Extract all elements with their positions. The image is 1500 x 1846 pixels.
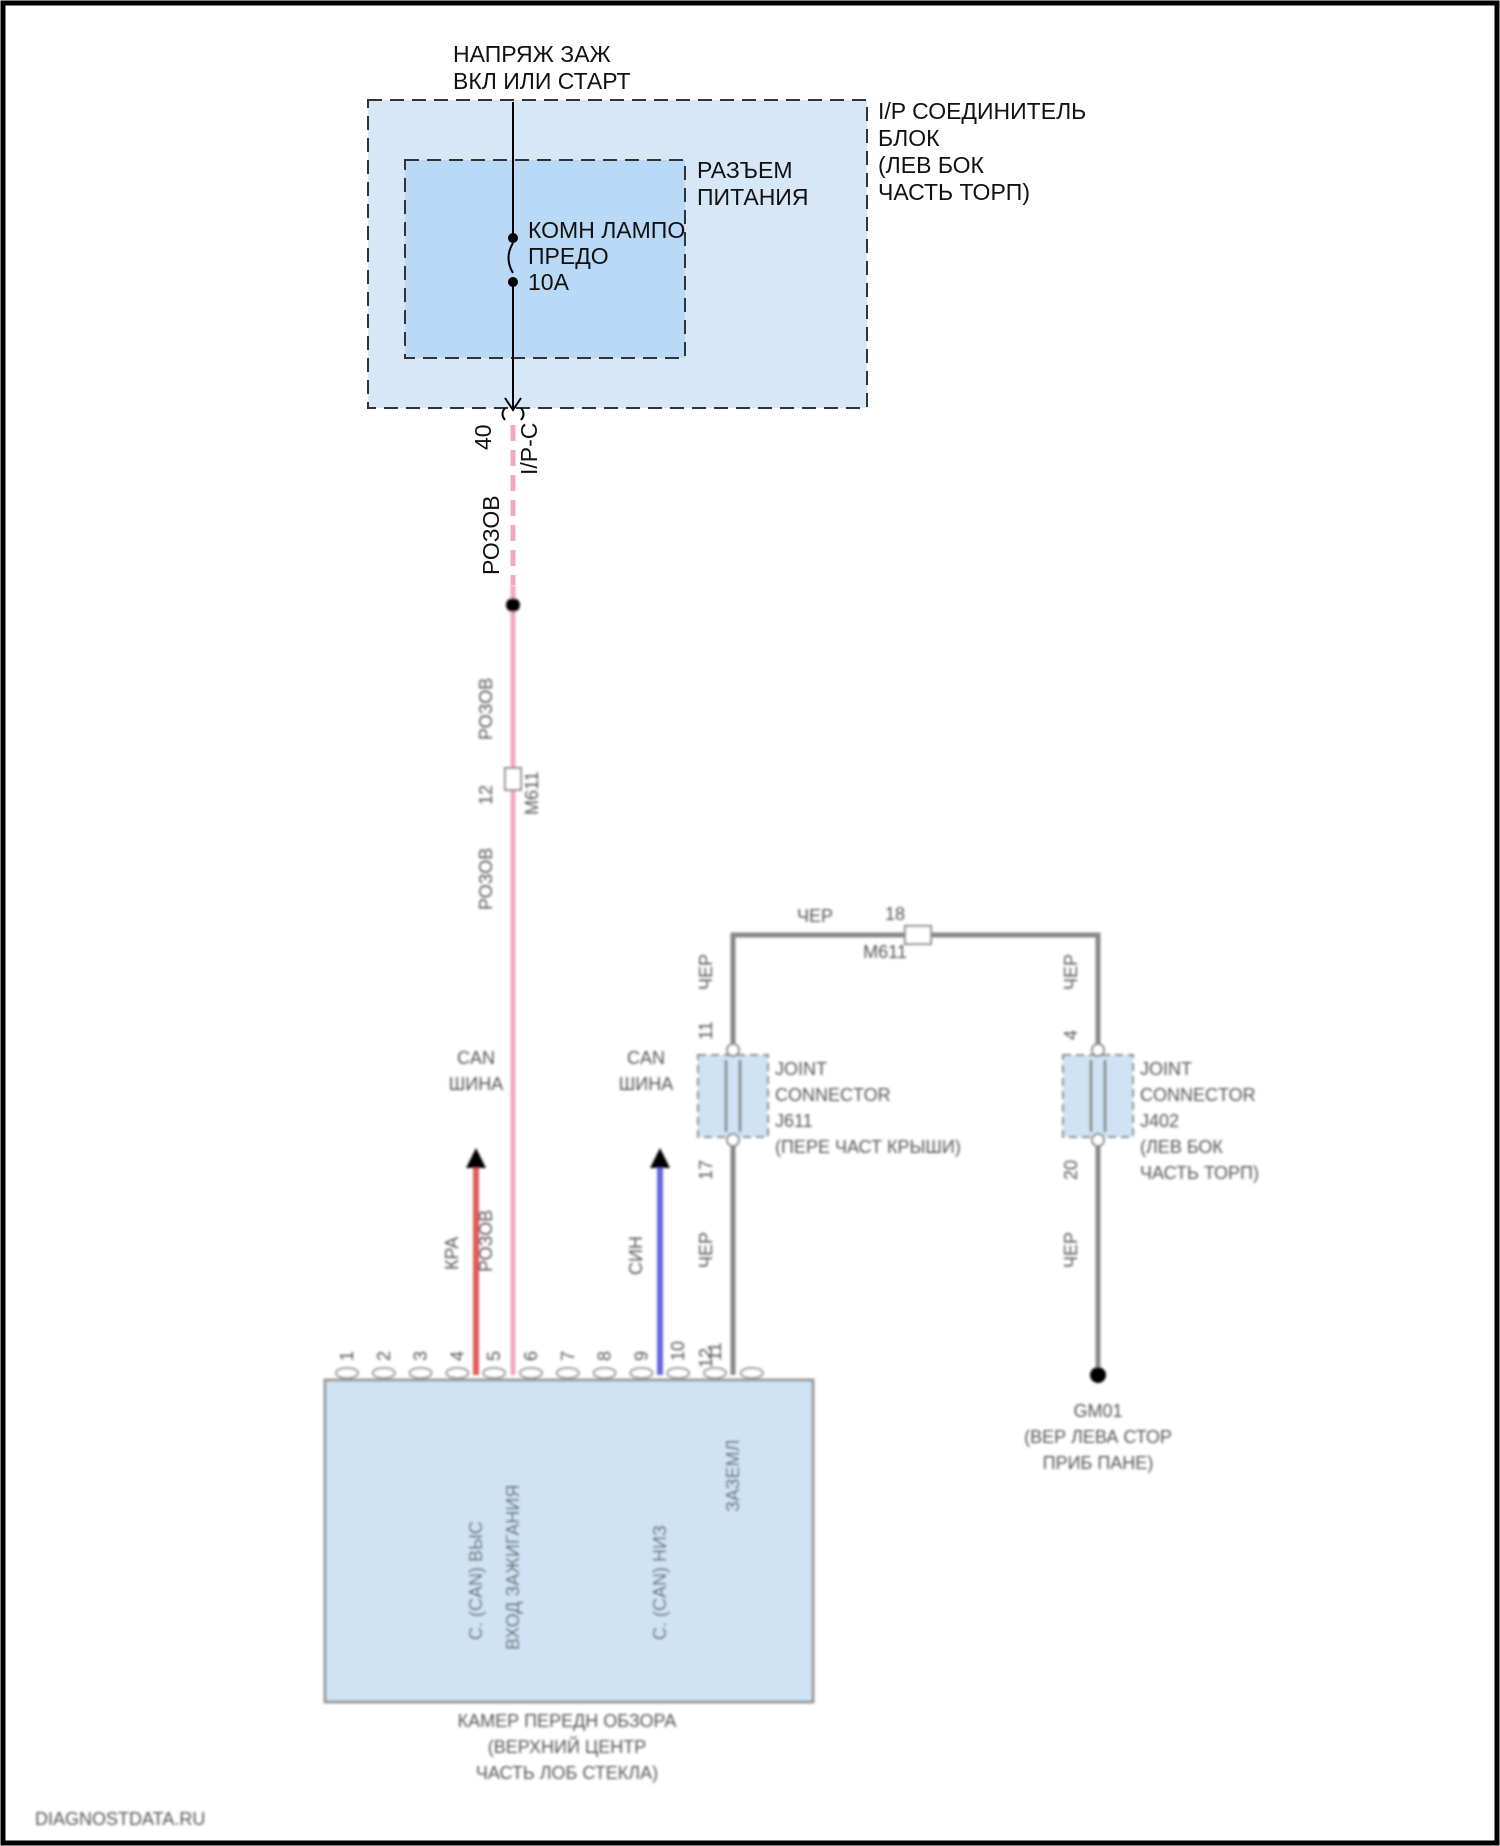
joint-left-pin-bottom-label: 17 [696, 1160, 716, 1180]
power-connector-label-2: ПИТАНИЯ [697, 184, 808, 210]
ip-block-label-3: (ЛЕВ БОК [878, 152, 985, 178]
camera-label-2: (ВЕРХНИЙ ЦЕНТР [488, 1736, 646, 1757]
camera-signal-ign: ВХОД ЗАЖИГАНИЯ [503, 1485, 523, 1650]
joint-right-wire-top: ЧЕР [1061, 954, 1081, 990]
camera-pin-9 [630, 1368, 652, 1378]
camera-pin-5 [483, 1368, 505, 1378]
pink-wire-label-3: РОЗОВ [476, 848, 496, 910]
ground-wire-label-top: ЧЕР [797, 906, 833, 926]
connector-ip-pin: 40 [470, 424, 496, 450]
joint-right-pin-bottom [1092, 1134, 1104, 1146]
joint-connector-j611 [698, 1055, 768, 1137]
camera-label-3: ЧАСТЬ ЛОБ СТЕКЛА) [476, 1763, 658, 1783]
camera-pin-3 [410, 1368, 432, 1378]
camera-pin-11 [704, 1368, 726, 1378]
pink-wire-label-2: РОЗОВ [476, 678, 496, 740]
ground-inline-pin: 18 [885, 904, 905, 924]
camera-pin-number-2: 2 [374, 1351, 394, 1361]
camera-pin-number-11: 11 [705, 1342, 725, 1361]
camera-pin-number-5: 5 [484, 1351, 504, 1361]
ip-block-label-1: I/P СОЕДИНИТЕЛЬ [878, 98, 1086, 124]
joint-right-pin-top [1092, 1044, 1104, 1056]
camera-pin-number-7: 7 [558, 1351, 578, 1361]
camera-pin-6 [520, 1368, 542, 1378]
camera-pin-number-6: 6 [521, 1351, 541, 1361]
ground-inline-connector [905, 926, 931, 944]
power-connector-label-1: РАЗЪЕМ [697, 157, 792, 183]
joint-left-wire-bottom: ЧЕР [696, 1232, 716, 1268]
fuse-label-2: ПРЕДО [528, 243, 609, 269]
joint-right-wire-bottom: ЧЕР [1061, 1232, 1081, 1268]
camera-label-1: КАМЕР ПЕРЕДН ОБЗОРА [458, 1711, 677, 1731]
camera-pin-number-1: 1 [337, 1351, 357, 1361]
joint-left-label-3: J611 [775, 1111, 813, 1131]
joint-left-label-1: JOINT [775, 1059, 827, 1079]
camera-pin-1 [336, 1368, 358, 1378]
camera-pin-number-9: 9 [631, 1351, 651, 1361]
camera-pin-7 [557, 1368, 579, 1378]
watermark: DIAGNOSTDATA.RU [35, 1809, 205, 1829]
ground-inline-name: M611 [863, 942, 907, 962]
joint-connector-j402 [1063, 1055, 1133, 1137]
joint-right-label-5: ЧАСТЬ ТОРП) [1140, 1163, 1259, 1183]
camera-pin-2 [373, 1368, 395, 1378]
joint-right-label-2: CONNECTOR [1140, 1085, 1256, 1105]
can-right-wire-label: СИН [626, 1236, 646, 1275]
camera-signal-can-high: С. (CAN) НИЗ [650, 1525, 670, 1640]
can-left-label-2: ШИНА [449, 1074, 503, 1094]
camera-signal-ground: ЗАЗЕМЛ [723, 1440, 743, 1512]
camera-pin-12 [741, 1368, 763, 1378]
can-right-label-1: CAN [627, 1048, 665, 1068]
ground-point-label-1: GM01 [1073, 1401, 1122, 1421]
ground-point-label-2: (ВЕР ЛЕВА СТОР [1024, 1427, 1172, 1447]
can-left-wire-label: КРА [442, 1237, 462, 1270]
supply-label-1: НАПРЯЖ ЗАЖ [453, 41, 611, 67]
joint-right-pin-bottom-label: 20 [1061, 1160, 1081, 1180]
joint-right-label-4: (ЛЕВ БОК [1140, 1137, 1223, 1157]
camera-pin-number-3: 3 [411, 1351, 431, 1361]
joint-left-pin-top-label: 11 [696, 1021, 716, 1040]
connector-ip-name: I/P-C [516, 423, 542, 475]
fuse-label-1: КОМН ЛАМПО [528, 217, 685, 243]
camera-pin-number-10: 10 [668, 1341, 688, 1361]
joint-left-wire-top: ЧЕР [696, 954, 716, 990]
joint-left-pin-bottom [727, 1134, 739, 1146]
camera-pin-number-8: 8 [595, 1351, 615, 1361]
ground-point-label-3: ПРИБ ПАНЕ) [1043, 1453, 1154, 1473]
camera-pin-10 [667, 1368, 689, 1378]
camera-signal-can-low: С. (CAN) ВЫС [466, 1521, 486, 1640]
joint-left-label-4: (ПЕРЕ ЧАСТ КРЫШИ) [775, 1137, 961, 1157]
fuse-label-3: 10А [528, 269, 570, 295]
inline-connector-name: M611 [522, 771, 542, 815]
pink-wire-label-top: РОЗОВ [478, 495, 504, 575]
can-right-label-2: ШИНА [619, 1074, 673, 1094]
splice-dot [506, 598, 520, 612]
inline-connector-m611 [505, 768, 521, 790]
camera-pin-8 [594, 1368, 616, 1378]
inline-connector-pin: 12 [476, 785, 496, 805]
joint-right-label-1: JOINT [1140, 1059, 1192, 1079]
camera-pin-number-4: 4 [447, 1351, 467, 1361]
can-left-label-1: CAN [457, 1048, 495, 1068]
joint-left-label-2: CONNECTOR [775, 1085, 891, 1105]
ground-point-dot [1090, 1367, 1106, 1383]
joint-right-pin-top-label: 4 [1061, 1030, 1081, 1040]
fuse-terminal-top [508, 233, 518, 243]
joint-right-label-3: J402 [1140, 1111, 1179, 1131]
camera-pin-4 [446, 1368, 468, 1378]
ip-block-label-4: ЧАСТЬ ТОРП) [878, 179, 1030, 205]
camera-module [325, 1380, 813, 1702]
ip-block-label-2: БЛОК [878, 125, 940, 151]
joint-left-pin-top [727, 1044, 739, 1056]
supply-label-2: ВКЛ ИЛИ СТАРТ [453, 68, 631, 94]
